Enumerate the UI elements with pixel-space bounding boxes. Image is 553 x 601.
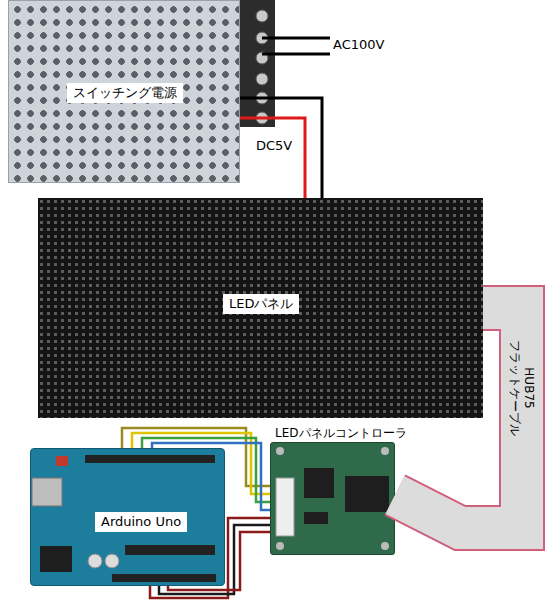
ac-wire bbox=[262, 37, 330, 40]
power-wire bbox=[240, 118, 305, 198]
mount-hole bbox=[381, 542, 389, 550]
terminal-screw bbox=[256, 73, 268, 85]
signal-wire bbox=[152, 443, 270, 510]
board-heading: LEDパネルコントローラ bbox=[275, 424, 407, 442]
signal-wire bbox=[150, 518, 270, 598]
part-name: スイッチング電源 bbox=[67, 83, 183, 103]
controller-parts bbox=[276, 447, 389, 550]
usb-port bbox=[32, 478, 62, 506]
terminal-screw bbox=[256, 10, 268, 22]
signal-wire bbox=[142, 438, 270, 502]
led-panel: LEDパネル bbox=[38, 198, 483, 418]
mount-hole bbox=[276, 447, 284, 455]
cable-label: HUB75 フラットケーブル bbox=[508, 336, 536, 440]
terminal-body bbox=[240, 0, 275, 127]
part-name: Arduino Uno bbox=[95, 512, 187, 532]
power-jack bbox=[40, 546, 72, 572]
power-supply: スイッチング電源 bbox=[8, 0, 240, 183]
reset-button bbox=[56, 456, 68, 466]
part-name: LEDパネル bbox=[223, 294, 299, 314]
connector bbox=[240, 98, 322, 198]
connector bbox=[395, 308, 522, 528]
voltage-label: AC100V bbox=[333, 37, 384, 53]
ribbon-cable-edge bbox=[395, 308, 522, 528]
controller-chip bbox=[304, 512, 328, 524]
ac-wire bbox=[262, 53, 330, 56]
capacitor bbox=[105, 554, 119, 568]
voltage-label: DC5V bbox=[256, 139, 292, 153]
mount-hole bbox=[276, 542, 284, 550]
ac-wires bbox=[262, 38, 330, 54]
signal-wire bbox=[159, 525, 270, 594]
capacitor bbox=[88, 554, 102, 568]
ribbon-cable bbox=[395, 308, 522, 528]
signal-wire bbox=[122, 428, 270, 486]
power-wire bbox=[240, 98, 322, 198]
mcu-chip bbox=[125, 545, 215, 555]
pin-header bbox=[85, 455, 215, 463]
terminal-block bbox=[240, 0, 275, 127]
input-connector bbox=[276, 478, 294, 536]
signal-wire bbox=[168, 532, 270, 590]
arduino-parts bbox=[32, 455, 216, 582]
connector bbox=[122, 428, 270, 598]
pin-header bbox=[112, 574, 216, 582]
ribbon-header bbox=[345, 476, 389, 512]
controller-chip bbox=[304, 468, 334, 498]
mount-hole bbox=[381, 447, 389, 455]
